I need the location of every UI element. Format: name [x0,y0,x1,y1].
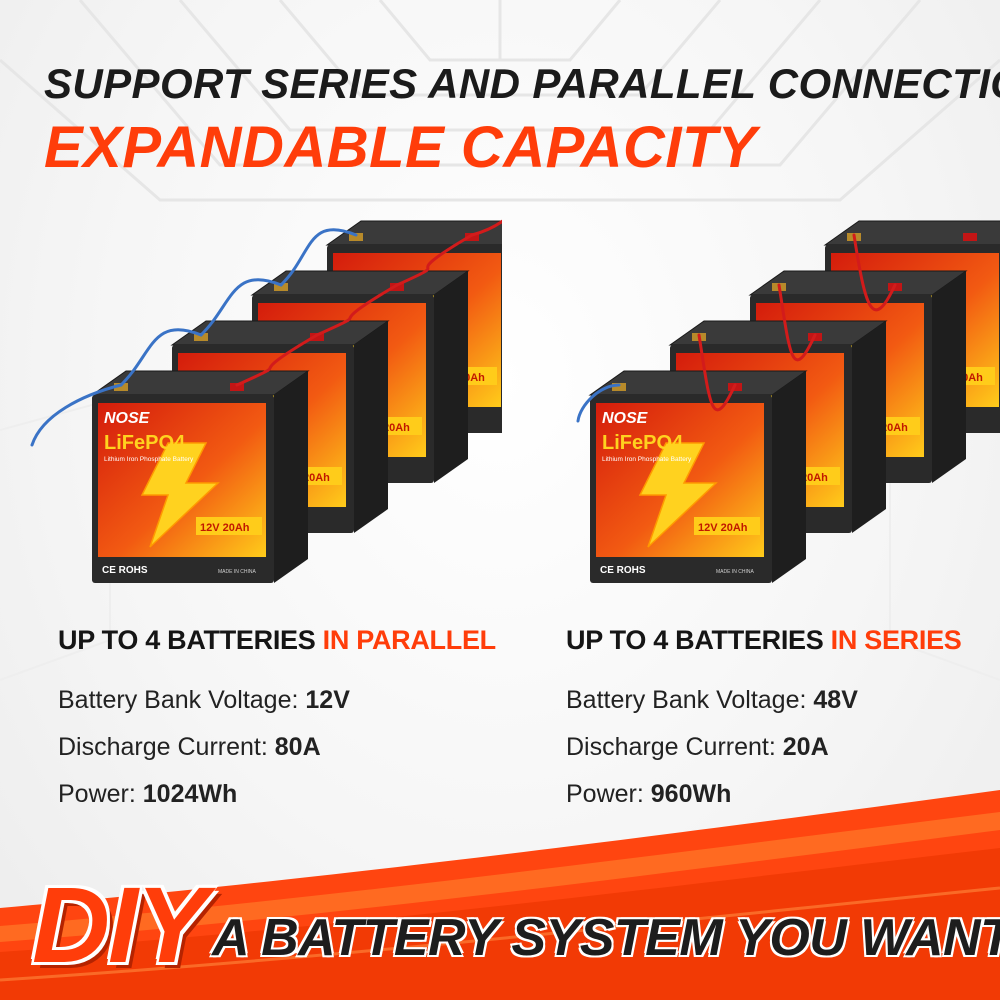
parallel-power-value: 1024Wh [142,780,238,808]
parallel-voltage-row: Battery Bank Voltage: 12V [58,686,478,715]
banner-tagline: A BATTERY SYSTEM YOU WANT! [212,909,1000,967]
parallel-output-positive-wire [470,219,502,237]
battery-side [852,321,886,533]
terminal-icon [194,333,208,341]
battery-rating: 12V 20Ah [698,522,748,534]
parallel-specs: UP TO 4 BATTERIES IN PARALLEL Battery Ba… [58,625,496,809]
parallel-current-value: 80A [274,733,321,761]
series-current-row: Discharge Current: 20A [566,733,986,762]
series-power-row: Power: 960Wh [566,780,986,809]
series-specs: UP TO 4 BATTERIES IN SERIES Battery Bank… [566,625,986,809]
battery-chemistry: LiFePO4 [602,432,684,454]
series-voltage-value: 48V [813,686,858,714]
battery-chemistry-desc: Lithium Iron Phosphate Battery [104,456,194,463]
terminal-icon [114,383,128,391]
parallel-heading: UP TO 4 BATTERIES IN PARALLEL [58,625,496,656]
battery-side [354,321,388,533]
series-jumper-wire [697,333,737,412]
parallel-positive-wire [235,333,319,387]
battery-rating: 20Ah [303,472,330,484]
series-current-label: Discharge Current: [566,733,776,761]
parallel-heading-accent: IN PARALLEL [322,625,497,655]
series-jumper-wire [777,283,817,362]
battery-rating: 20Ah [881,422,908,434]
parallel-negative-wire [199,278,283,337]
terminal-icon [612,383,626,391]
terminal-icon [465,233,479,241]
parallel-power-row: Power: 1024Wh [58,780,478,809]
series-heading: UP TO 4 BATTERIES IN SERIES [566,625,986,656]
rating-badge [196,517,262,535]
battery-side [274,371,308,583]
terminal-icon [390,283,404,291]
rating-badge [798,467,840,485]
parallel-current-label: Discharge Current: [58,733,268,761]
series-jumper-wire [852,233,897,312]
battery-rating: 20Ah [801,472,828,484]
series-heading-prefix: UP TO 4 BATTERIES [566,625,824,655]
parallel-wires [30,219,502,447]
parallel-positive-wire [315,283,399,337]
lightning-bolt-icon [140,442,220,548]
terminal-icon [349,233,363,241]
battery-brand: NOSE [602,410,649,427]
page-title: SUPPORT SERIES AND PARALLEL CONNECTION [44,60,1000,107]
terminal-icon [274,283,288,291]
series-current-value: 20A [782,733,829,761]
terminal-icon [310,333,324,341]
parallel-output-negative-wire [30,383,123,447]
parallel-current-row: Discharge Current: 80A [58,733,478,762]
lightning-bolt-icon [638,442,718,548]
battery-brand: NOSE [104,410,151,427]
diy-headline: DIY [32,864,208,985]
battery-rating: 20Ah [383,422,410,434]
terminal-icon [963,233,977,241]
parallel-power-label: Power: [58,780,136,808]
series-heading-accent: IN SERIES [830,625,962,655]
rating-badge [878,417,920,435]
page-subtitle: EXPANDABLE CAPACITY [44,115,758,180]
series-power-label: Power: [566,780,644,808]
rating-badge [300,467,342,485]
battery-side [772,371,806,583]
series-voltage-row: Battery Bank Voltage: 48V [566,686,986,715]
series-wires [576,233,897,423]
battery-origin: MADE IN CHINA [716,569,754,575]
rating-badge [380,417,422,435]
series-output-negative-wire [576,383,621,423]
battery-side [932,271,966,483]
parallel-voltage-label: Battery Bank Voltage: [58,686,299,714]
battery-side [434,271,468,483]
parallel-voltage-value: 12V [305,686,350,714]
parallel-heading-prefix: UP TO 4 BATTERIES [58,625,316,655]
battery-origin: MADE IN CHINA [218,569,256,575]
battery-certs: CE ROHS [102,565,148,576]
battery-certs: CE ROHS [600,565,646,576]
series-voltage-label: Battery Bank Voltage: [566,686,807,714]
parallel-negative-wire [119,328,203,387]
parallel-positive-wire [395,233,474,287]
series-power-value: 960Wh [650,780,732,808]
rating-badge [694,517,760,535]
battery-chemistry: LiFePO4 [104,432,186,454]
parallel-negative-wire [279,228,358,287]
bottom-banner [0,790,1000,1000]
terminal-icon [230,383,244,391]
battery-chemistry-desc: Lithium Iron Phosphate Battery [602,456,692,463]
battery-rating: 12V 20Ah [200,522,250,534]
